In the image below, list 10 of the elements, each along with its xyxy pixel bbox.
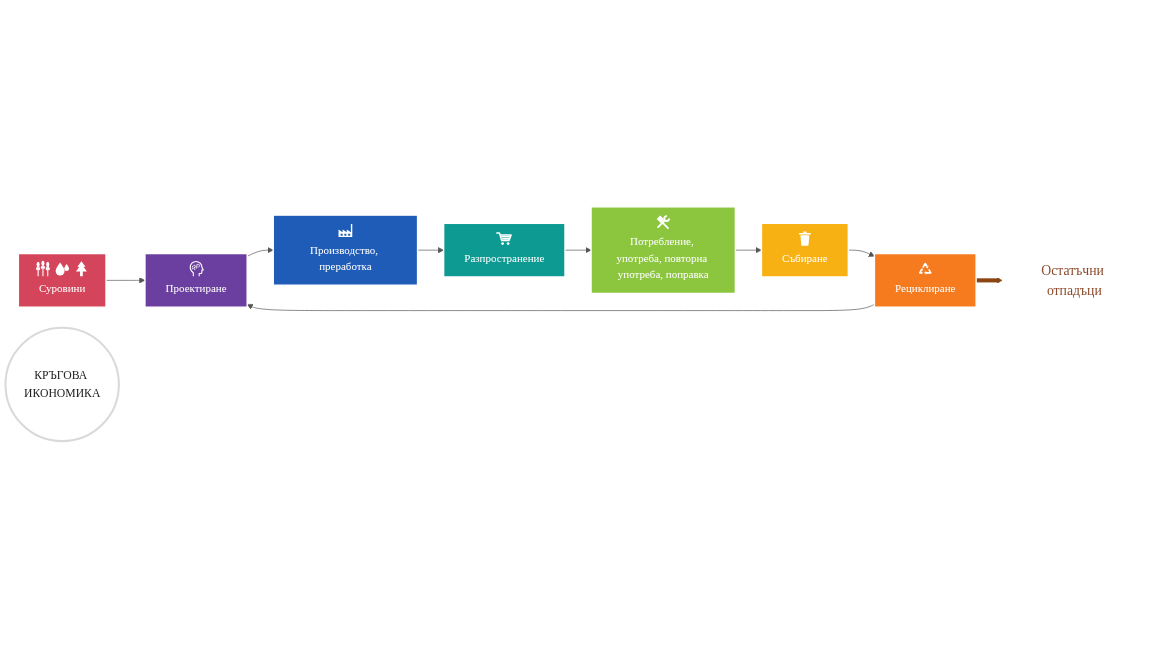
node-box: Проектиране bbox=[144, 252, 248, 308]
node-box: Производство, преработка bbox=[272, 214, 419, 286]
arrow bbox=[976, 277, 1003, 284]
node-box: Потребление, употреба, повторна употреба, поправка bbox=[590, 206, 737, 295]
node-box: Суровини bbox=[17, 252, 107, 308]
node-box: Разпространение bbox=[442, 222, 566, 278]
node-circle: КРЪГОВА ИКОНОМИКА bbox=[4, 326, 120, 443]
node-box: Събиране bbox=[760, 222, 849, 278]
node-text: Остатъчни отпадъци bbox=[1041, 262, 1104, 299]
node-box: Рециклиране bbox=[873, 252, 977, 308]
